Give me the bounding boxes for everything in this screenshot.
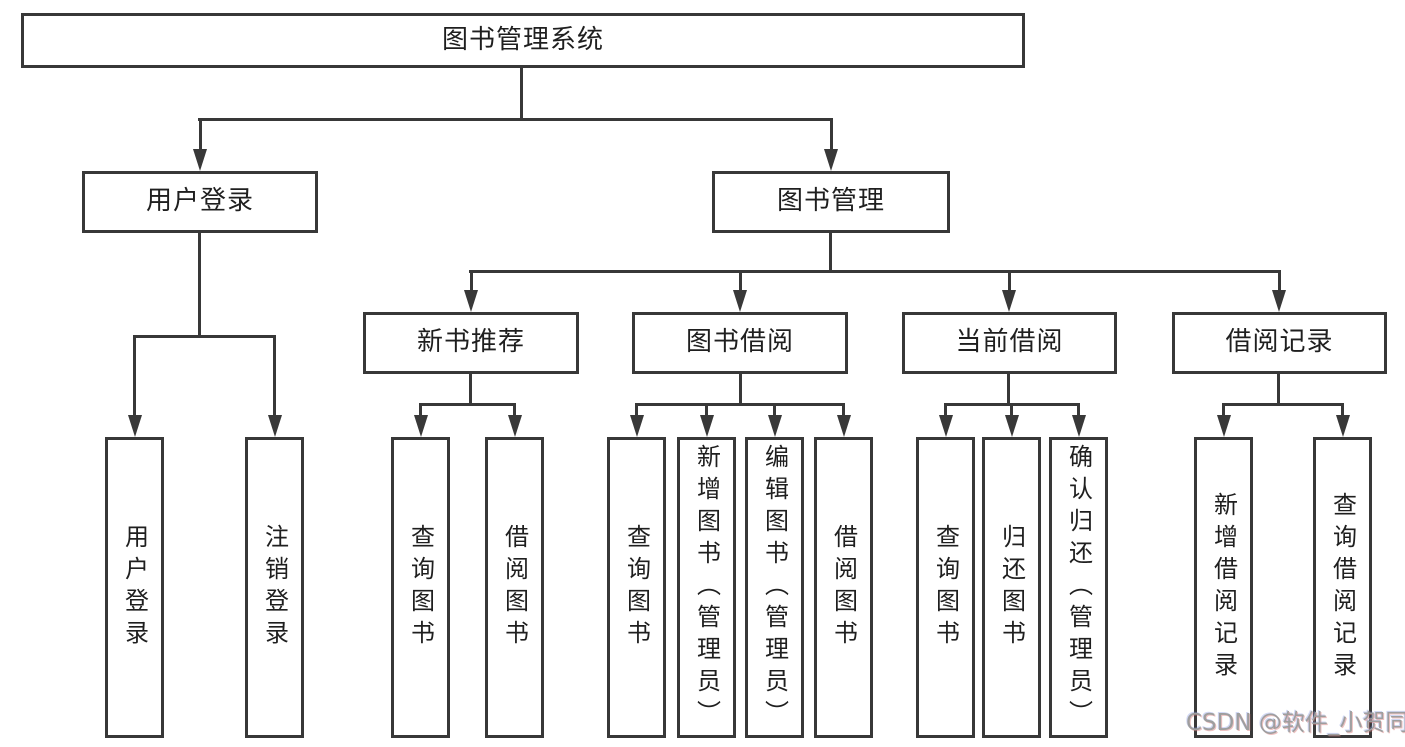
connector-line xyxy=(419,403,422,417)
connector-line xyxy=(739,372,742,405)
node-borrowing-records: 借阅记录 xyxy=(1172,312,1387,374)
node-add-books-admin: 新增图书（管理员） xyxy=(677,437,736,738)
arrow-down-icon xyxy=(768,415,782,437)
arrow-down-icon xyxy=(1072,415,1086,437)
node-add-borrow-record: 新增借阅记录 xyxy=(1194,437,1253,738)
connector-line xyxy=(635,403,845,406)
node-label: 新书推荐 xyxy=(416,327,525,358)
arrow-down-icon xyxy=(700,415,714,437)
arrow-down-icon xyxy=(1336,415,1350,437)
node-label: 图书管理 xyxy=(776,186,885,217)
arrow-down-icon xyxy=(128,415,142,437)
node-label: 查询图书 xyxy=(406,523,435,652)
node-label: 用户登录 xyxy=(145,186,254,217)
node-book-management: 图书管理 xyxy=(712,171,950,233)
arrow-down-icon xyxy=(508,415,522,437)
connector-line xyxy=(1341,403,1344,417)
arrow-down-icon xyxy=(414,415,428,437)
connector-line xyxy=(1010,403,1013,417)
node-logout: 注销登录 xyxy=(245,437,304,738)
connector-line xyxy=(1007,372,1010,405)
connector-line xyxy=(419,403,516,406)
connector-line xyxy=(830,118,833,151)
node-label: 当前借阅 xyxy=(955,327,1064,358)
node-borrow-books-recommend: 借阅图书 xyxy=(485,437,544,738)
connector-line xyxy=(944,403,947,417)
connector-line xyxy=(198,233,201,337)
node-label: 注销登录 xyxy=(260,523,289,652)
node-query-books-current: 查询图书 xyxy=(916,437,975,738)
arrow-down-icon xyxy=(1217,415,1231,437)
connector-line xyxy=(1222,403,1225,417)
connector-line xyxy=(635,403,638,417)
node-label: 查询图书 xyxy=(931,523,960,652)
arrow-down-icon xyxy=(939,415,953,437)
arrow-down-icon xyxy=(1005,415,1019,437)
node-borrow-books-borrowing: 借阅图书 xyxy=(814,437,873,738)
arrow-down-icon xyxy=(464,290,478,312)
node-label: 编辑图书（管理员） xyxy=(760,443,789,732)
connector-line xyxy=(133,335,136,417)
node-label: 借阅图书 xyxy=(500,523,529,652)
node-label: 图书管理系统 xyxy=(441,24,604,55)
node-edit-books-admin: 编辑图书（管理员） xyxy=(745,437,804,738)
connector-line xyxy=(198,118,833,121)
connector-line xyxy=(199,118,202,151)
node-query-borrow-record: 查询借阅记录 xyxy=(1313,437,1372,738)
node-label: 新增借阅记录 xyxy=(1209,491,1238,684)
connector-line xyxy=(470,270,473,292)
node-label: 归还图书 xyxy=(997,523,1026,652)
arrow-down-icon xyxy=(824,149,838,171)
node-label: 查询图书 xyxy=(622,523,651,652)
arrow-down-icon xyxy=(1002,290,1016,312)
connector-line xyxy=(1222,403,1344,406)
watermark: CSDN @软件_小贺同学 xyxy=(1186,710,1405,736)
node-root: 图书管理系统 xyxy=(21,13,1025,68)
node-user-login-action: 用户登录 xyxy=(105,437,164,738)
node-label: 新增图书（管理员） xyxy=(692,443,721,732)
connector-line xyxy=(842,403,845,417)
connector-line xyxy=(1008,270,1011,292)
node-label: 确认归还（管理员） xyxy=(1064,443,1093,732)
connector-line xyxy=(469,270,1281,273)
arrow-down-icon xyxy=(837,415,851,437)
connector-line xyxy=(133,335,276,338)
arrow-down-icon xyxy=(1272,290,1286,312)
connector-line xyxy=(1077,403,1080,417)
connector-line xyxy=(273,335,276,417)
node-user-login: 用户登录 xyxy=(82,171,318,233)
connector-line xyxy=(1278,270,1281,292)
connector-line xyxy=(1277,372,1280,405)
node-label: 借阅记录 xyxy=(1225,327,1334,358)
connector-line xyxy=(520,66,523,120)
node-query-books-recommend: 查询图书 xyxy=(391,437,450,738)
node-label: 图书借阅 xyxy=(685,327,794,358)
arrow-down-icon xyxy=(733,290,747,312)
connector-line xyxy=(739,270,742,292)
node-confirm-return-admin: 确认归还（管理员） xyxy=(1049,437,1108,738)
node-query-books-borrowing: 查询图书 xyxy=(607,437,666,738)
arrow-down-icon xyxy=(193,149,207,171)
node-new-book-recommendation: 新书推荐 xyxy=(363,312,579,374)
node-label: 用户登录 xyxy=(120,523,149,652)
connector-line xyxy=(513,403,516,417)
arrow-down-icon xyxy=(268,415,282,437)
node-label: 借阅图书 xyxy=(829,523,858,652)
node-book-borrowing: 图书借阅 xyxy=(632,312,848,374)
node-return-books: 归还图书 xyxy=(982,437,1041,738)
node-current-borrowing: 当前借阅 xyxy=(902,312,1117,374)
connector-line xyxy=(705,403,708,417)
connector-line xyxy=(469,372,472,405)
connector-line xyxy=(773,403,776,417)
connector-line xyxy=(829,233,832,272)
node-label: 查询借阅记录 xyxy=(1328,491,1357,684)
arrow-down-icon xyxy=(630,415,644,437)
